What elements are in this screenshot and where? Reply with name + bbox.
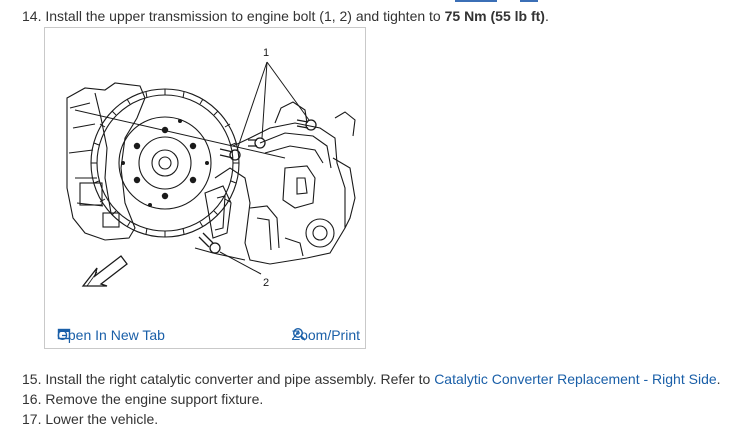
step-17: 17. Lower the vehicle. [22, 410, 158, 428]
top-rule [0, 0, 747, 3]
open-in-new-tab-link[interactable]: Open In New Tab [57, 327, 165, 343]
step-text: Lower the vehicle. [45, 411, 159, 427]
step-text: Install the right catalytic converter an… [45, 371, 431, 387]
open-in-new-tab-label: Open In New Tab [57, 327, 165, 343]
callout-2: 2 [263, 277, 269, 289]
step-16: 16. Remove the engine support fixture. [22, 390, 263, 408]
step-number: 15. [22, 371, 42, 387]
torque-value: 75 Nm (55 lb ft) [444, 8, 545, 24]
transmission-bolt-diagram: 1 2 [66, 47, 356, 289]
step-punct: . [544, 8, 549, 24]
step-number: 14. [22, 8, 42, 24]
callout-1: 1 [263, 47, 269, 59]
figure-toolbar: Open In New Tab Zoom/Print [45, 322, 365, 348]
zoom-icon [292, 327, 306, 341]
step-number: 16. [22, 391, 42, 407]
catalytic-converter-link[interactable]: Catalytic Converter Replacement - Right … [434, 371, 717, 387]
figure-container: 1 2 Open In New Tab [44, 27, 366, 349]
step-15: 15. Install the right catalytic converte… [22, 370, 721, 388]
forward-arrow-icon [81, 255, 128, 287]
step-text: Remove the engine support fixture. [45, 391, 264, 407]
step-number: 17. [22, 411, 42, 427]
zoom-print-link[interactable]: Zoom/Print [292, 327, 360, 343]
step-text: Install the upper transmission to engine… [45, 8, 441, 24]
step-14: 14. Install the upper transmission to en… [22, 7, 549, 25]
zoom-print-label: Zoom/Print [291, 327, 360, 343]
open-in-new-tab-icon [57, 328, 71, 340]
step-punct: . [716, 371, 721, 387]
